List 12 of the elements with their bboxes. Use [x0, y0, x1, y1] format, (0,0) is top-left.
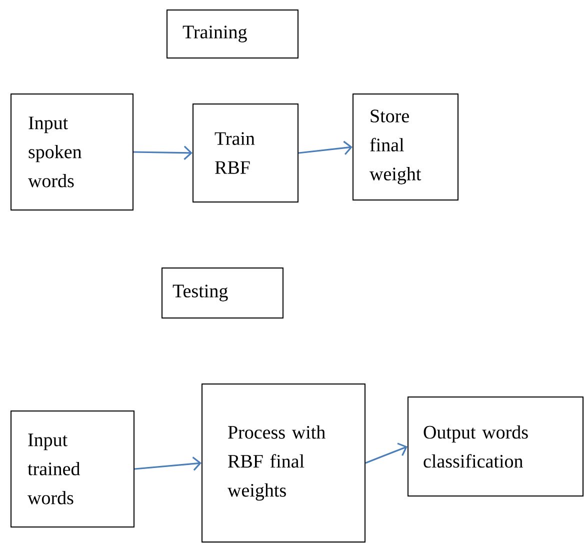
- arrow: [134, 146, 192, 160]
- heading-box: Training: [166, 10, 298, 58]
- process-box: Process with RBF final weights: [202, 384, 366, 542]
- process-box: Input trained words: [10, 410, 134, 528]
- arrow: [365, 442, 408, 464]
- process-box: Store final weight: [352, 94, 458, 200]
- process-box: Train RBF: [192, 104, 298, 202]
- arrow: [134, 456, 202, 471]
- arrow: [298, 140, 352, 155]
- process-box: Input spoken words: [10, 94, 134, 210]
- heading-box: Testing: [162, 268, 284, 318]
- process-box: Output words classification: [408, 396, 584, 496]
